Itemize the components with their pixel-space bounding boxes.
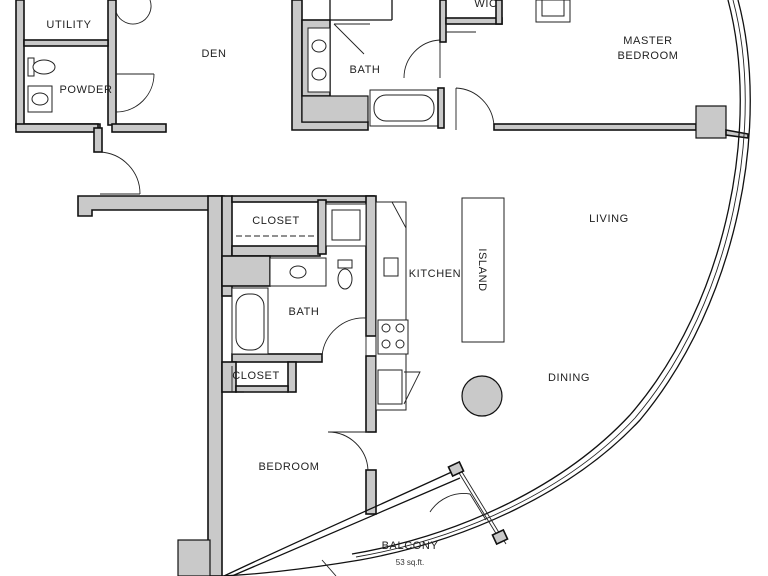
balcony-area-label: 53 sq.ft.: [396, 558, 424, 567]
bath-toilet-icon: [337, 259, 353, 290]
room-label-closet-top: CLOSET: [252, 215, 300, 227]
room-label-balcony: BALCONY: [382, 540, 439, 552]
sink-icon: [27, 85, 53, 113]
bedroom-door-icon: [327, 431, 369, 471]
room-label-bath-mid: BATH: [289, 306, 320, 318]
bath-door-icon: [403, 39, 441, 79]
room-label-living: LIVING: [589, 213, 629, 225]
dining-table: [461, 375, 503, 417]
double-sink-icon: [307, 27, 331, 93]
bath-sink-icon: [269, 257, 327, 287]
corridor-door-icon: [99, 151, 141, 195]
room-label-bedroom: BEDROOM: [258, 461, 319, 473]
stove-icon: [377, 319, 409, 355]
room-label-utility: UTILITY: [46, 19, 91, 31]
exterior-curve: [219, 0, 751, 576]
room-label-master-2: BEDROOM: [617, 50, 678, 62]
room-label-kitchen: KITCHEN: [409, 268, 461, 280]
bath-door-mid-icon: [321, 317, 367, 357]
room-label-master-1: MASTER: [623, 35, 672, 47]
kitchen-block: [375, 197, 505, 417]
master-door-icon: [455, 87, 495, 130]
room-label-powder: POWDER: [59, 84, 112, 96]
utility-door-icon: [115, 0, 152, 25]
room-label-closet-mid: CLOSET: [232, 370, 280, 382]
room-label-den: DEN: [201, 48, 226, 60]
balcony-block: [223, 460, 509, 576]
bath-tub-icon: [231, 287, 269, 355]
powder-door-icon: [115, 73, 155, 113]
balcony-door-icon: [429, 493, 487, 521]
top-bath-block: [291, 0, 749, 139]
toilet-icon: [27, 57, 56, 77]
room-label-wic: WIC: [474, 0, 497, 10]
room-label-dining: DINING: [548, 372, 590, 384]
utility-powder-block: [15, 0, 167, 195]
bedroom-block: [77, 195, 377, 576]
room-label-bath-top: BATH: [350, 64, 381, 76]
room-label-island: ISLAND: [476, 248, 488, 291]
bathtub-icon: [369, 89, 439, 127]
island: [461, 197, 505, 343]
